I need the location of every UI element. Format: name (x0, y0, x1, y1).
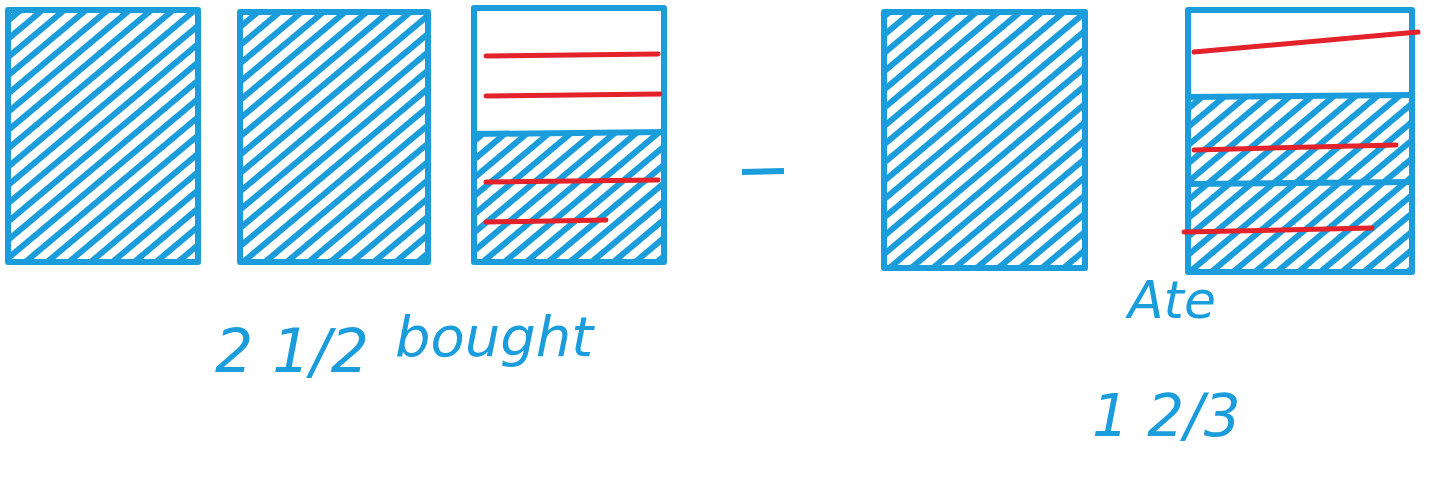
whole-bar (884, 12, 1085, 268)
whole-bar (240, 12, 428, 262)
sixth-line (486, 94, 660, 96)
sixth-line (486, 180, 658, 182)
handwritten-label: 1 2/3 (1092, 385, 1241, 449)
minus-sign (742, 171, 784, 172)
whole-bar (8, 10, 198, 262)
half-line (474, 132, 664, 134)
shaded-half (474, 134, 664, 262)
handwritten-label: bought (395, 306, 593, 368)
half-bar (474, 8, 664, 262)
shaded-thirds (1188, 97, 1412, 272)
sixth-line (1194, 32, 1418, 52)
handwritten-label: Ate (1128, 272, 1216, 329)
handwritten-label: 2 1/2 (215, 318, 369, 384)
sixth-line (486, 220, 606, 222)
sixth-line (1194, 145, 1396, 150)
third-line (1188, 182, 1412, 184)
sixth-line (486, 54, 658, 56)
sixth-line (1184, 228, 1372, 232)
third-line (1188, 95, 1412, 97)
